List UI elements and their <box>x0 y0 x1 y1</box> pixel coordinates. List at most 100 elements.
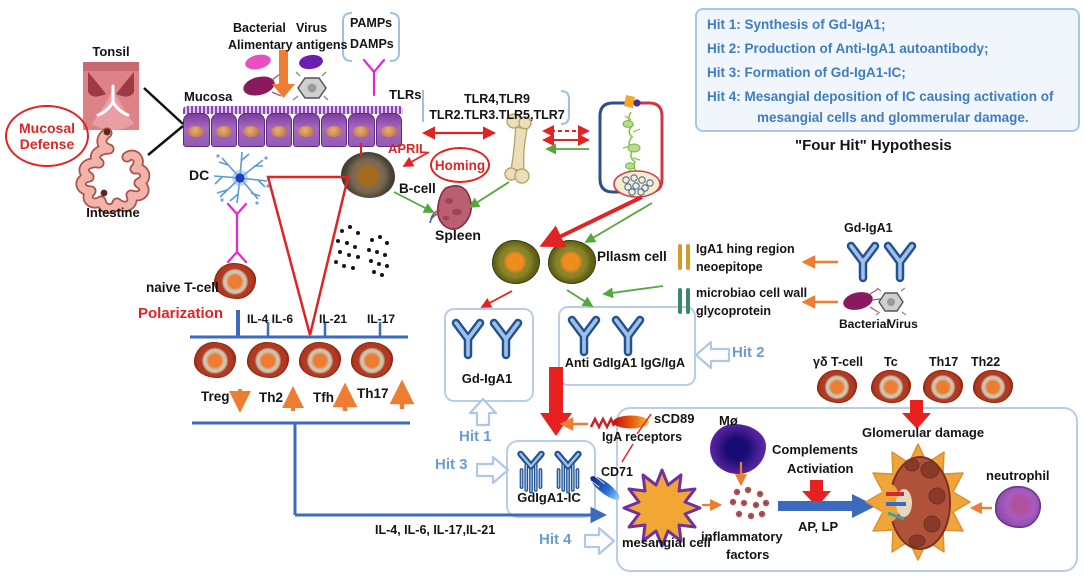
th2-cell <box>247 342 289 378</box>
four-hit-title: "Four Hit" Hypothesis <box>795 137 952 154</box>
epithelial-cell <box>293 113 320 147</box>
hit3-arrow <box>475 455 510 485</box>
gdiga1-ic-box <box>506 440 596 518</box>
alimentary-antigens-label: Alimentary antigens <box>228 38 348 52</box>
virus-icon-small <box>875 287 907 316</box>
epithelial-cell <box>320 113 347 147</box>
four-hit-line-5: mesangial cells and glommerular damage. <box>757 110 1029 125</box>
th17-effector-cell <box>923 370 963 403</box>
tlr-receptor-icon <box>362 58 386 97</box>
gd-iga1-antibody-icon <box>851 246 875 278</box>
inflammatory-label-line1: inflammatory <box>701 529 783 544</box>
naive-t-cell <box>214 263 256 299</box>
damps-label: DAMPs <box>350 37 394 51</box>
hinge-region-line1: IgA1 hing region <box>696 242 795 256</box>
th22-cell <box>973 370 1013 403</box>
gd-iga1-antibody-icon <box>888 246 912 278</box>
epithelial-cell <box>238 113 265 147</box>
mucosa-brush-border <box>183 106 403 114</box>
antigen-dots <box>334 225 389 277</box>
b-cell-label: B-cell <box>399 181 436 196</box>
cytokines-line-label: IL-4, IL-6, IL-17,IL-21 <box>375 523 496 537</box>
iga-receptors-label: IgA receptors <box>602 430 683 444</box>
mesangial-cell-label: mesangial cell <box>622 535 711 550</box>
lymph-plasm-green-arrow <box>584 202 653 243</box>
hit1-label: Hit 1 <box>459 428 492 445</box>
homing-badge: Homing <box>430 147 490 183</box>
glomerular-damage-label: Glomerular damage <box>862 425 985 440</box>
plasm-gdiga1-arrow <box>480 290 513 308</box>
mucosal-defense-badge: Mucosal Defense <box>5 105 89 167</box>
bacterial-source-label: Bacterial <box>839 317 890 331</box>
microbial-wall-line2: glycoprotein <box>696 304 772 318</box>
b-cell-body <box>341 152 395 198</box>
mucosal-defense-line1: Mucosal <box>18 120 75 136</box>
tlrs-label: TLRs <box>389 87 422 102</box>
tonsil-label: Tonsil <box>92 44 130 59</box>
scd89-label: sCD89 <box>654 411 695 426</box>
tfh-cell <box>299 342 341 378</box>
four-hit-line-3: Hit 3: Formation of Gd-IgA1-IC; <box>707 65 906 80</box>
gd-iga1-source-label: Gd-IgA1 <box>844 221 893 235</box>
lymph-plasm-red-arrow <box>539 195 643 248</box>
bone-spleen-arrow <box>468 181 510 208</box>
hit4-arrow <box>583 526 616 556</box>
th22-label: Th22 <box>971 355 1001 369</box>
four-hit-summary-box <box>695 8 1080 132</box>
th17-effector-label: Th17 <box>929 355 959 369</box>
gamma-delta-t-cell-label: γδ T-cell <box>813 355 863 369</box>
il4-il6-label: IL-4 IL-6 <box>247 312 294 326</box>
hit3-label: Hit 3 <box>435 456 468 473</box>
hit2-label: Hit 2 <box>732 344 765 361</box>
hinge-epitope-bars <box>678 244 690 270</box>
antigen-receptor-icon <box>226 202 248 264</box>
hinge-region-line2: neoepitope <box>696 260 763 274</box>
four-hit-line-2: Hit 2: Production of Anti-IgA1 autoantib… <box>707 41 989 56</box>
complements-label-line2: Activiation <box>787 461 854 476</box>
microbial-plasm-arrow <box>602 285 664 299</box>
four-hit-line-4: Hit 4: Mesangial deposition of IC causin… <box>707 89 1054 104</box>
cd71-label: CD71 <box>601 465 633 479</box>
neutrophil-cell <box>995 486 1041 528</box>
epithelial-cell <box>348 113 375 147</box>
hit2-arrow <box>694 340 731 370</box>
tlr-list-line2: TLR2.TLR3.TLR5,TLR7 <box>429 108 565 122</box>
inflammatory-label-line2: factors <box>726 547 770 562</box>
virus-source-label: Virus <box>888 317 918 331</box>
hit1-arrow <box>468 397 498 427</box>
il17-label: IL-17 <box>367 312 396 326</box>
bacteria-icon-small <box>843 288 882 313</box>
treg-cell <box>194 342 236 378</box>
hit4-label: Hit 4 <box>539 531 572 548</box>
spleen-icon <box>429 185 473 231</box>
naive-t-cell-label: naive T-cell <box>146 280 219 295</box>
anti-gdiga1-box <box>558 306 696 386</box>
gamma-delta-t-cell <box>817 370 857 403</box>
il21-label: IL-21 <box>319 312 348 326</box>
homing-label: Homing <box>434 157 486 173</box>
tlr-list-line1: TLR4,TLR9 <box>464 92 530 106</box>
lymph-node-icon <box>598 95 664 198</box>
tfh-label: Tfh <box>313 390 334 405</box>
mucosa-label: Mucosa <box>184 89 233 104</box>
spleen-label: Spleen <box>435 227 481 243</box>
mucosa-epithelium <box>183 106 403 147</box>
mucosal-defense-line2: Defense <box>19 136 75 152</box>
plasma-cell-2 <box>548 240 596 284</box>
complements-label-line1: Complements <box>772 442 858 457</box>
th2-label: Th2 <box>259 390 284 405</box>
gd-iga1-box-label: Gd-IgA1 <box>461 371 513 386</box>
plasm-anti-arrow <box>566 289 594 307</box>
bacterial-antigen-label: Bacterial <box>233 21 286 35</box>
th17-cell <box>351 342 393 378</box>
april-label: APRIL <box>388 141 427 156</box>
microbial-wall-line1: microbiao cell wall <box>696 286 808 300</box>
polarization-label: Polarization <box>138 305 224 322</box>
gd-iga1-box <box>444 308 534 402</box>
gdiga1-ic-box-label: GdIgA1-IC <box>517 490 581 505</box>
epithelial-cell <box>265 113 292 147</box>
plasma-cell-1 <box>492 240 540 284</box>
tonsil-illustration <box>83 62 139 130</box>
macrophage-label: Mø <box>719 413 738 428</box>
